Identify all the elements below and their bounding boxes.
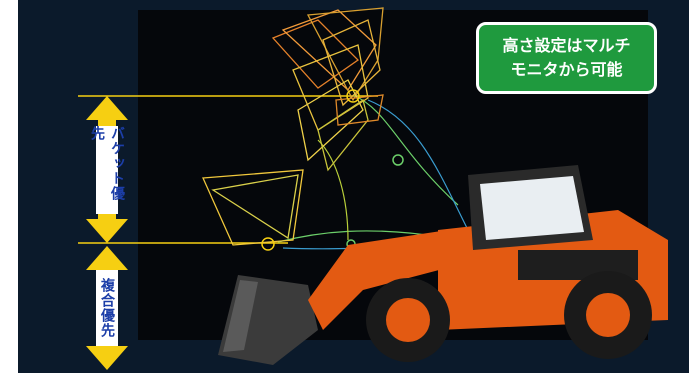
height-setting-callout: 高さ設定はマルチ モニタから可能 (476, 22, 657, 94)
wheel-loader (218, 165, 668, 365)
callout-line-1: 高さ設定はマルチ (502, 36, 631, 55)
combined-priority-label: 複合優先 (96, 270, 118, 346)
bucket-ghosts-upper (271, 7, 384, 172)
bucket-priority-label: バケット優先 (89, 126, 125, 214)
combined-priority-indicator: 複合優先 (86, 246, 128, 370)
boom-trajectory (277, 94, 469, 250)
figure-frame: バケット優先 複合優先 高さ設定はマルチ モニタから可能 (18, 0, 689, 373)
bucket-pin-upper (346, 89, 360, 103)
bucket-priority-indicator: バケット優先 (86, 96, 128, 243)
pivot-mid (392, 154, 404, 166)
bucket-ghosts-lower (202, 169, 304, 246)
bucket-pin-lower (261, 237, 275, 251)
loader-illustration (78, 7, 668, 365)
callout-line-2: モニタから可能 (510, 60, 623, 79)
